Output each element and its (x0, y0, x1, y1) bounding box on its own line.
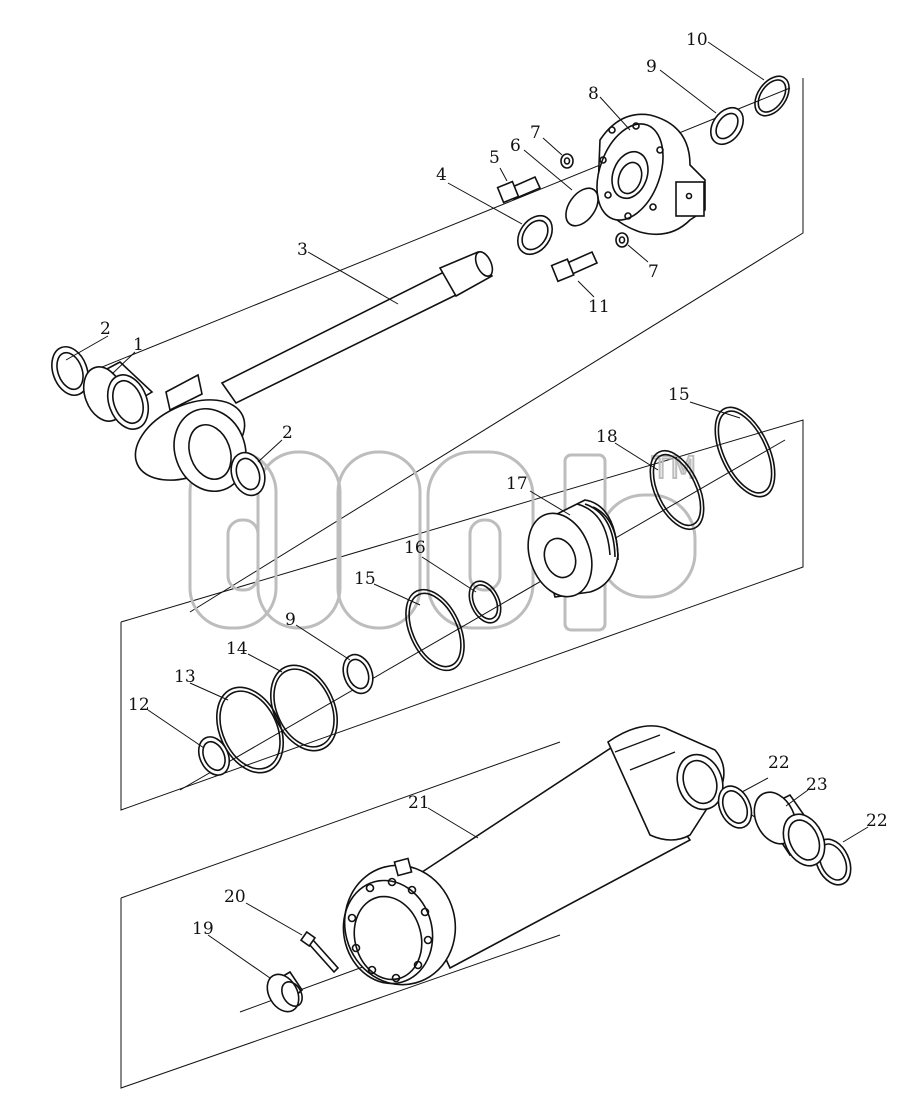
label-7: 7 (648, 262, 659, 282)
label-17: 17 (506, 474, 528, 494)
part-19-plug (266, 970, 304, 1013)
label-4: 4 (436, 165, 447, 185)
callout-labels: 10 9 8 7 6 5 4 7 11 3 2 1 2 15 18 17 16 … (100, 30, 888, 939)
part-15-wear-ring-left (405, 588, 465, 672)
label-22: 22 (866, 811, 888, 831)
centre-axis-top (74, 87, 791, 379)
part-13-o-ring (216, 686, 284, 774)
label-1: 1 (133, 335, 144, 355)
label-7: 7 (530, 123, 541, 143)
label-9: 9 (285, 610, 296, 630)
label-14: 14 (226, 639, 248, 659)
group-frame-top (189, 78, 804, 613)
part-6-o-ring (565, 187, 599, 227)
label-13: 13 (174, 667, 196, 687)
label-21: 21 (408, 793, 430, 813)
label-23: 23 (806, 775, 828, 795)
label-2: 2 (100, 319, 111, 339)
label-22: 22 (768, 753, 790, 773)
part-3-piston-rod (134, 250, 494, 493)
group-frame-bottom (120, 741, 561, 1089)
label-2: 2 (282, 423, 293, 443)
label-11: 11 (588, 297, 610, 317)
part-16-o-ring (468, 580, 502, 624)
label-6: 6 (510, 136, 521, 156)
label-16: 16 (404, 538, 426, 558)
part-14-backup-ring (270, 664, 338, 752)
part-8-cylinder-head (596, 113, 706, 236)
part-12-lock-ring (197, 736, 231, 776)
label-9: 9 (646, 57, 657, 77)
part-4-seal (516, 214, 554, 256)
part-20-grease-nipple (299, 930, 340, 974)
part-11-bolt (550, 250, 599, 283)
label-12: 12 (128, 695, 150, 715)
part-1-bushing (82, 361, 154, 430)
label-10: 10 (686, 30, 708, 50)
part-9-bushing (709, 106, 745, 146)
part-5-bolt (496, 175, 542, 204)
part-9-bushing-middle (342, 653, 374, 695)
part-21-cylinder-barrel (342, 725, 725, 986)
centre-axis-middle (179, 439, 786, 791)
label-20: 20 (224, 887, 246, 907)
part-15-wear-ring-right (714, 406, 776, 498)
leader-lines (65, 41, 869, 979)
part-2-ring-right (230, 451, 266, 497)
label-8: 8 (588, 84, 599, 104)
part-10-snap-ring (754, 75, 790, 117)
label-19: 19 (192, 919, 214, 939)
part-2-ring-left (51, 345, 89, 397)
part-18-piston-seal (649, 450, 705, 530)
label-3: 3 (297, 240, 308, 260)
label-15: 15 (668, 385, 690, 405)
part-7-washer-lower (615, 232, 629, 248)
part-23-bushing (753, 791, 826, 867)
group-frame-middle (120, 419, 804, 811)
part-22-ring-upper (717, 785, 753, 829)
part-17-piston (527, 499, 619, 598)
label-18: 18 (596, 427, 618, 447)
part-7-washer-upper (560, 153, 574, 169)
label-15: 15 (354, 569, 376, 589)
label-5: 5 (489, 148, 500, 168)
